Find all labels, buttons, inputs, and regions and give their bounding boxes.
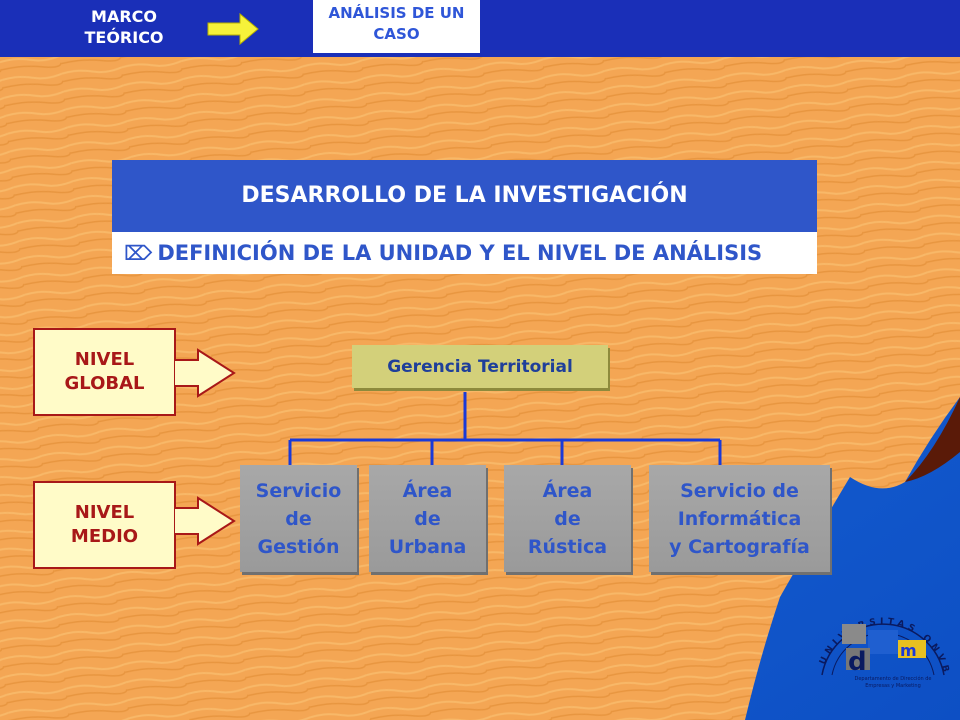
level-medio-arrow-icon	[174, 496, 236, 546]
university-seal-logo: UNIVERSITAS ONVBENSIS d m	[810, 580, 947, 677]
delete-right-icon: ⌦	[124, 241, 153, 265]
section-subtitle-text: DEFINICIÓN DE LA UNIDAD Y EL NIVEL DE AN…	[157, 241, 763, 265]
org-child-line: Gestión	[257, 535, 340, 558]
seal-caption-line2: Empresas y Marketing	[865, 683, 921, 689]
section-subtitle: ⌦ DEFINICIÓN DE LA UNIDAD Y EL NIVEL DE …	[112, 232, 817, 274]
org-child-line: Rústica	[527, 535, 608, 558]
org-child-line: Urbana	[388, 535, 467, 558]
org-child-line: de	[414, 507, 441, 530]
level-global-line2: GLOBAL	[64, 373, 145, 394]
nav-marco-line1: MARCO	[91, 7, 157, 26]
org-child-line: de	[285, 507, 312, 530]
top-navigation-bar	[0, 0, 960, 57]
org-child-line: Servicio	[255, 479, 342, 502]
org-child-servicio-informatica: Servicio de Informática y Cartografía	[649, 465, 830, 572]
nav-analisis-line1: ANÁLISIS DE UN	[328, 4, 465, 22]
svg-text:m: m	[900, 641, 917, 660]
section-title: DESARROLLO DE LA INVESTIGACIÓN	[112, 160, 817, 232]
org-child-line: de	[554, 507, 581, 530]
level-global-line1: NIVEL	[74, 349, 135, 370]
org-child-line: Área	[542, 479, 593, 502]
org-child-line: y Cartografía	[669, 535, 810, 558]
level-global-box: NIVEL GLOBAL	[33, 328, 176, 416]
nav-marco-teorico[interactable]: MARCO TEÓRICO	[62, 6, 186, 48]
level-medio-box: NIVEL MEDIO	[33, 481, 176, 569]
right-arrow-icon[interactable]	[206, 12, 260, 46]
nav-analisis-de-un-caso[interactable]: ANÁLISIS DE UN CASO	[313, 0, 480, 53]
seal-caption-line1: Departamento de Dirección de	[854, 676, 932, 682]
svg-text:d: d	[848, 647, 867, 677]
seal-caption: Departamento de Dirección de Empresas y …	[838, 676, 948, 690]
org-child-servicio-gestion: Servicio de Gestión	[240, 465, 357, 572]
nav-analisis-line2: CASO	[373, 25, 420, 43]
org-child-line: Informática	[677, 507, 802, 530]
org-child-area-rustica: Área de Rústica	[504, 465, 631, 572]
org-child-line: Servicio de	[680, 479, 799, 502]
level-global-arrow-icon	[174, 348, 236, 398]
level-medio-line2: MEDIO	[70, 526, 139, 547]
org-child-area-urbana: Área de Urbana	[369, 465, 486, 572]
org-root-gerencia-territorial: Gerencia Territorial	[352, 345, 608, 388]
org-child-line: Área	[402, 479, 453, 502]
level-medio-line1: NIVEL	[74, 502, 135, 523]
nav-marco-line2: TEÓRICO	[84, 28, 164, 47]
